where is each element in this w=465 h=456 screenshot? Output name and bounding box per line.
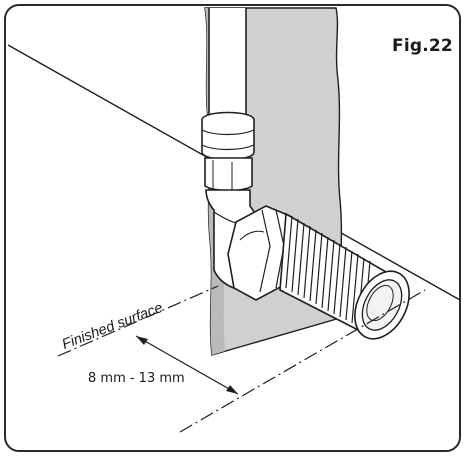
stub-end-line <box>179 289 426 433</box>
lower-sleeve <box>204 157 253 192</box>
finished-surface-line <box>57 285 219 357</box>
figure-label: Fig.22 <box>392 36 453 56</box>
dimension-arrow <box>135 335 239 395</box>
dimension-label: 8 mm - 13 mm <box>88 371 185 386</box>
upper-nut <box>201 111 255 161</box>
hex-nut-chamfer <box>239 230 265 241</box>
figure-frame <box>4 4 461 452</box>
upper-nut-ridge-2 <box>201 144 255 151</box>
vertical-pipe <box>208 8 247 119</box>
threaded-stub <box>279 212 410 340</box>
upper-nut-ridge <box>201 129 255 136</box>
hex-nut-face <box>259 209 271 293</box>
